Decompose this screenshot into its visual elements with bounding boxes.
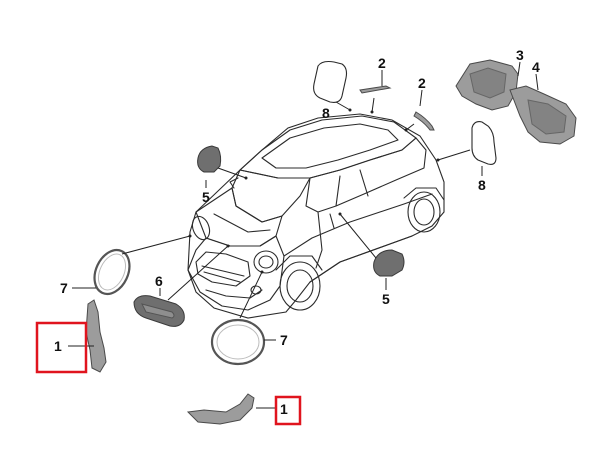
- callout-1-left: 1: [54, 338, 62, 354]
- mirror-glass-part-right: [471, 121, 497, 165]
- callout-1-bottom: 1: [280, 401, 288, 417]
- callout-7-bottom: 7: [280, 332, 288, 348]
- highlight-box-callout-1-left: [35, 321, 88, 374]
- grille-trim-part-highlight: [141, 303, 175, 319]
- callout-6: 6: [155, 273, 163, 289]
- callout-5-left: 5: [202, 189, 210, 205]
- callout-5-right: 5: [382, 291, 390, 307]
- mirror-glass-part-left: [313, 60, 348, 103]
- headlight-ring-part-left-inner: [97, 253, 127, 291]
- callout-8-right: 8: [478, 177, 486, 193]
- callout-7-left: 7: [60, 280, 68, 296]
- mirror-cap-part-left: [197, 145, 222, 173]
- headlight-ring-part-left: [93, 248, 131, 296]
- headlight-ring-part-bottom: [210, 318, 266, 366]
- highlight-box-callout-1-bottom: [274, 395, 302, 426]
- side-trim-part-vertical: [85, 299, 107, 373]
- leader-lines: [68, 61, 539, 409]
- side-trim-part-horizontal: [186, 393, 255, 425]
- callout-8-left: 8: [322, 105, 330, 121]
- car-illustration: [187, 113, 445, 319]
- mirror-cap-part-right: [373, 249, 405, 277]
- headlight-ring-part-bottom-inner: [216, 324, 260, 360]
- roof-trim-strip-part-a: [359, 85, 392, 94]
- callout-4: 4: [532, 59, 540, 75]
- callout-3: 3: [516, 47, 524, 63]
- rear-trim-panel-part-4-inner: [527, 99, 567, 135]
- callout-2-b: 2: [418, 75, 426, 91]
- callout-2-a: 2: [378, 55, 386, 71]
- rear-trim-panel-part-3-inner: [469, 67, 507, 99]
- roof-trim-strip-part-b: [413, 111, 435, 131]
